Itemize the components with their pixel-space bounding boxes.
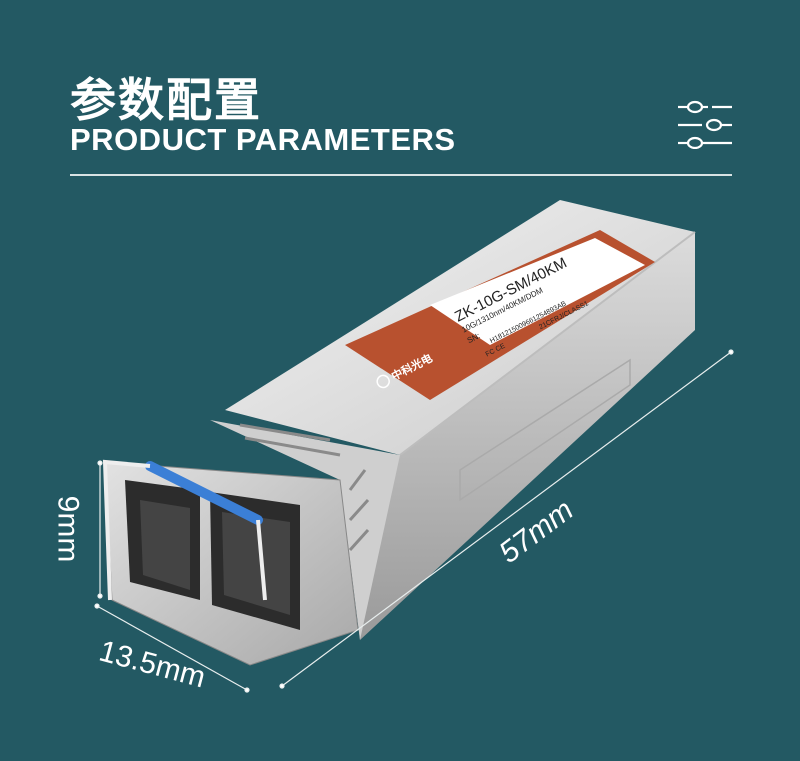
height-dimension: 9mm (51, 495, 85, 563)
module-cage (210, 420, 400, 640)
sliders-icon (678, 100, 732, 149)
page-title-en: PRODUCT PARAMETERS (70, 122, 456, 157)
page-title-cn: 参数配置 (70, 73, 262, 127)
length-dim-line (281, 351, 732, 687)
width-dim-line (96, 605, 248, 691)
module-side-face (340, 232, 695, 640)
title-divider (70, 174, 732, 176)
latch-bail (145, 461, 263, 525)
